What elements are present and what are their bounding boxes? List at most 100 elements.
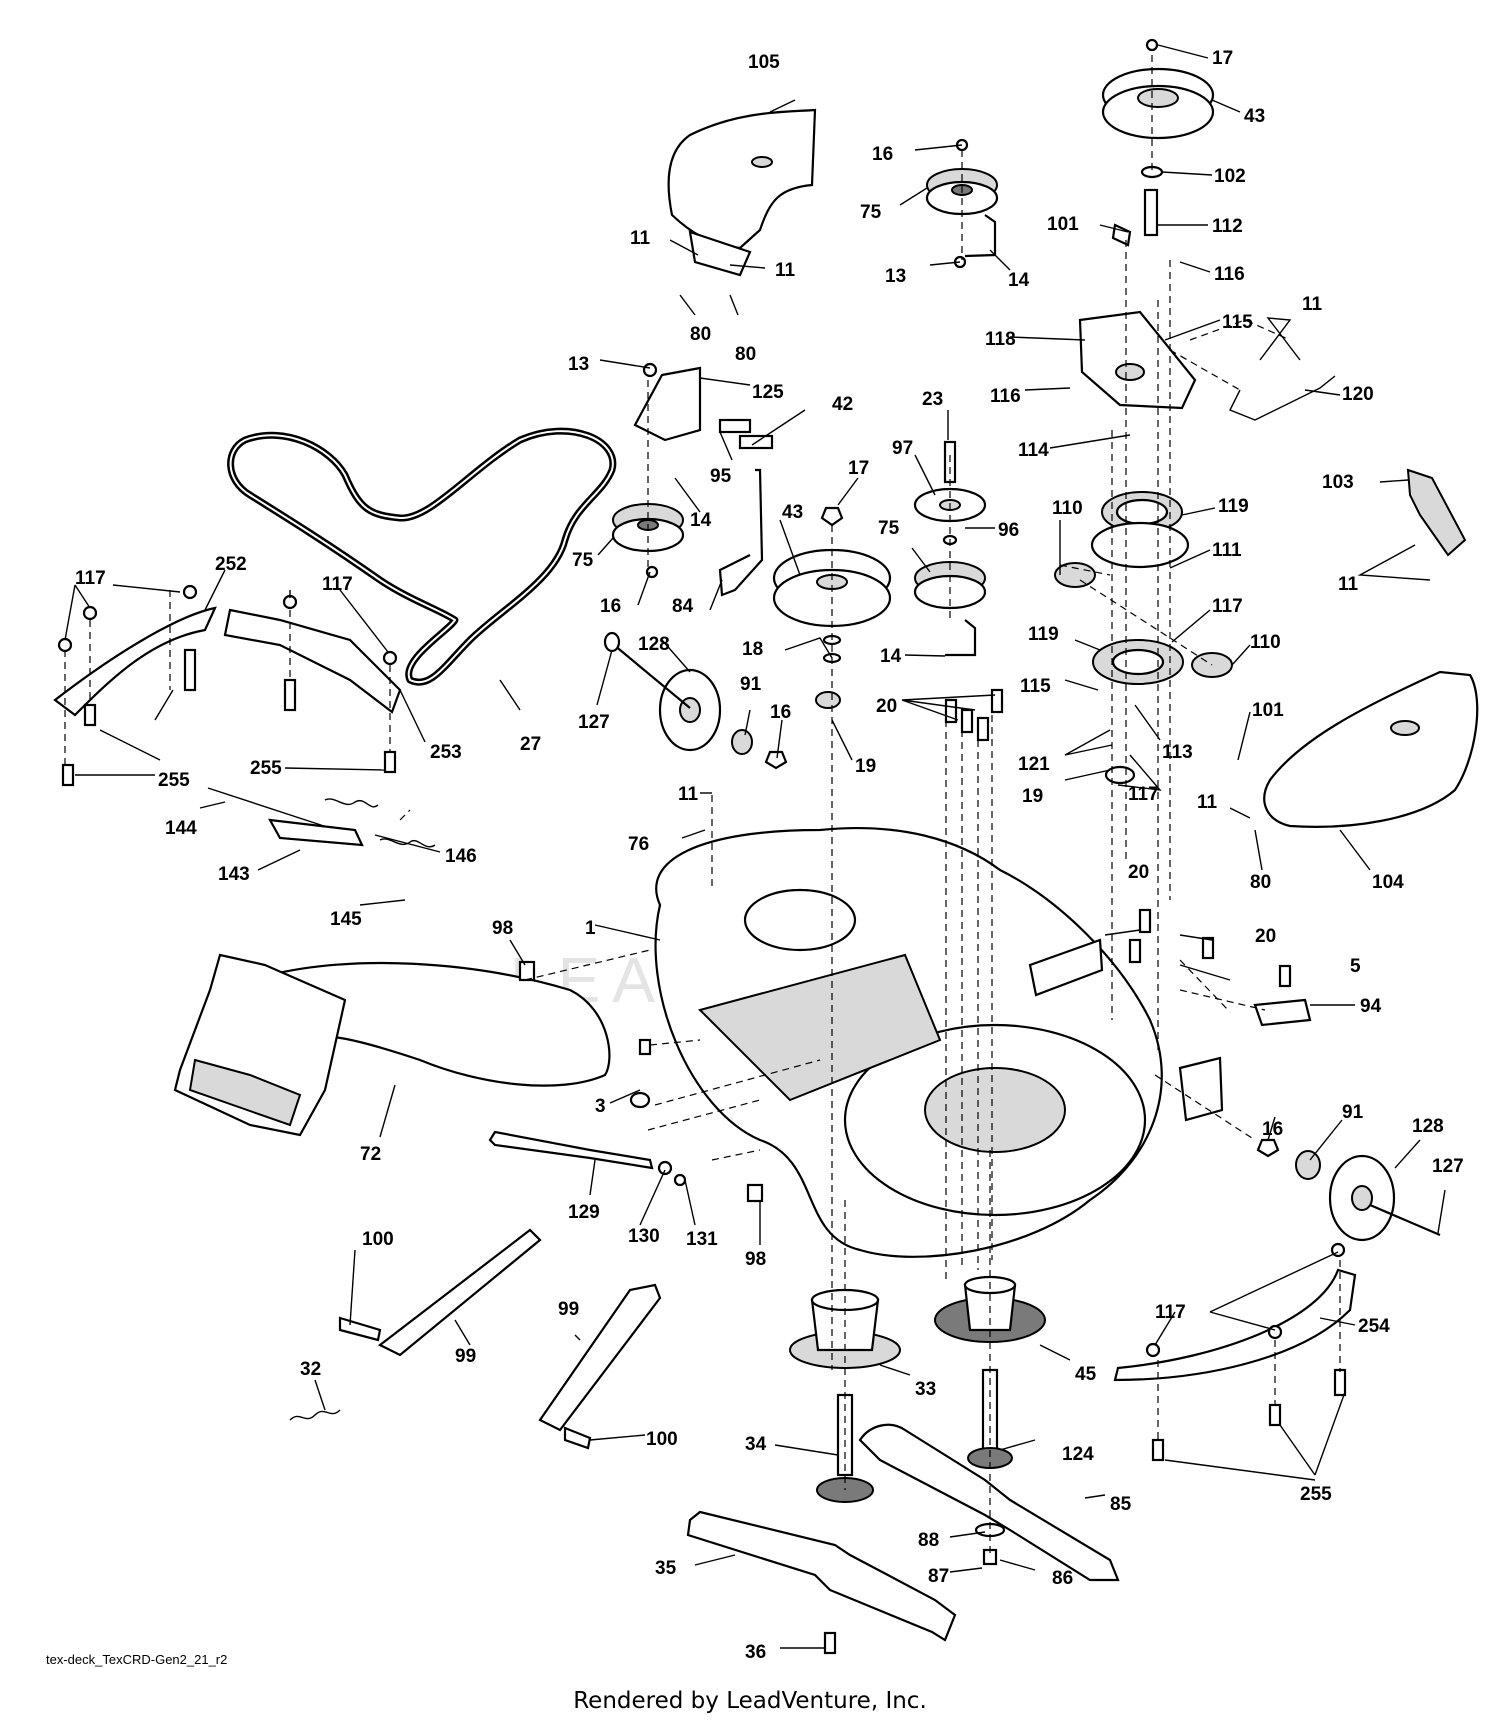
label-34: 34 — [745, 1434, 767, 1455]
label-23: 23 — [922, 389, 943, 410]
label-98: 98 — [745, 1249, 766, 1270]
assembly-dashed-lines — [64, 55, 1341, 1555]
lift-arm-99-upper — [338, 1228, 542, 1357]
label-33: 33 — [915, 1379, 936, 1400]
deck-housing — [654, 827, 1224, 1258]
label-86: 86 — [1052, 1568, 1073, 1589]
label-124: 124 — [1062, 1444, 1094, 1465]
label-97: 97 — [892, 438, 913, 459]
part-labels: 17 43 102 101 112 116 118 115 11 120 116… — [75, 48, 1464, 1663]
label-127: 127 — [578, 712, 610, 733]
label-116: 116 — [990, 386, 1021, 407]
label-75: 75 — [878, 518, 900, 539]
drive-belt — [227, 427, 617, 686]
label-76: 76 — [628, 834, 649, 855]
label-128: 128 — [638, 634, 670, 655]
idler-pulley-75-top — [925, 138, 999, 269]
label-119: 119 — [1218, 496, 1249, 517]
rod-129 — [488, 960, 764, 1203]
label-75: 75 — [860, 202, 882, 223]
label-100: 100 — [646, 1429, 678, 1450]
label-1: 1 — [585, 918, 596, 939]
label-114: 114 — [1018, 440, 1049, 461]
label-146: 146 — [445, 846, 477, 867]
label-11: 11 — [1197, 792, 1218, 813]
label-11: 11 — [630, 228, 651, 249]
mounting-plate-118 — [1078, 310, 1197, 410]
label-87: 87 — [928, 1566, 949, 1587]
label-91: 91 — [740, 674, 762, 695]
label-80: 80 — [735, 344, 756, 365]
label-27: 27 — [520, 734, 541, 755]
label-120: 120 — [1342, 384, 1374, 405]
label-14: 14 — [1008, 270, 1030, 291]
label-14: 14 — [880, 646, 902, 667]
wheel-128-left — [603, 631, 788, 770]
label-254: 254 — [1358, 1316, 1390, 1337]
label-117: 117 — [75, 568, 106, 589]
diagram-file-code: tex-deck_TexCRD-Gen2_21_r2 — [46, 1652, 228, 1667]
label-14: 14 — [690, 510, 712, 531]
label-129: 129 — [568, 1202, 600, 1223]
label-20: 20 — [1128, 862, 1149, 883]
label-117: 117 — [1212, 596, 1243, 617]
rod-84 — [718, 468, 764, 597]
label-16: 16 — [1262, 1119, 1283, 1140]
label-131: 131 — [686, 1229, 718, 1250]
label-253: 253 — [430, 742, 462, 763]
label-128: 128 — [1412, 1116, 1444, 1137]
label-13: 13 — [885, 266, 906, 287]
bracket-125 — [633, 362, 774, 450]
label-18: 18 — [742, 639, 763, 660]
lift-rod-120 — [1229, 375, 1336, 421]
baffle-253 — [223, 594, 402, 774]
label-75: 75 — [572, 550, 594, 571]
label-99: 99 — [455, 1346, 476, 1367]
label-101: 101 — [1047, 214, 1079, 235]
label-127: 127 — [1432, 1156, 1464, 1177]
render-credit: Rendered by LeadVenture, Inc. — [573, 1688, 927, 1714]
label-110: 110 — [1250, 632, 1281, 653]
upper-pulley-43 — [1101, 38, 1215, 247]
label-118: 118 — [985, 329, 1016, 350]
gears-119-110 — [1054, 491, 1233, 785]
label-115: 115 — [1020, 676, 1051, 697]
label-13: 13 — [568, 354, 589, 375]
label-88: 88 — [918, 1530, 939, 1551]
label-16: 16 — [770, 702, 791, 723]
label-45: 45 — [1075, 1364, 1097, 1385]
label-117: 117 — [322, 574, 353, 595]
label-80: 80 — [690, 324, 711, 345]
label-98: 98 — [492, 918, 513, 939]
label-43: 43 — [1244, 106, 1265, 127]
label-17: 17 — [848, 458, 869, 479]
label-101: 101 — [1252, 700, 1284, 721]
label-125: 125 — [752, 382, 784, 403]
idler-pulley-75-left — [611, 503, 685, 579]
label-91: 91 — [1342, 1102, 1364, 1123]
lift-arm-99-lower — [538, 1283, 662, 1450]
label-19: 19 — [855, 756, 876, 777]
label-95: 95 — [710, 466, 732, 487]
label-145: 145 — [330, 909, 362, 930]
label-111: 111 — [1212, 540, 1242, 561]
gearbox-cover-104 — [1263, 670, 1479, 828]
label-104: 104 — [1372, 872, 1404, 893]
bracket-94 — [1128, 908, 1312, 1027]
blade-35 — [686, 1510, 957, 1655]
label-5: 5 — [1350, 956, 1361, 977]
label-103: 103 — [1322, 472, 1354, 493]
label-113: 113 — [1162, 742, 1193, 763]
label-36: 36 — [745, 1642, 766, 1663]
label-72: 72 — [360, 1144, 381, 1165]
label-143: 143 — [218, 864, 250, 885]
label-16: 16 — [872, 144, 893, 165]
label-255: 255 — [250, 758, 282, 779]
label-43: 43 — [782, 502, 803, 523]
label-119: 119 — [1028, 624, 1059, 645]
label-252: 252 — [215, 554, 247, 575]
spring-32 — [289, 1409, 341, 1421]
label-102: 102 — [1214, 166, 1246, 187]
label-115: 115 — [1222, 312, 1253, 333]
